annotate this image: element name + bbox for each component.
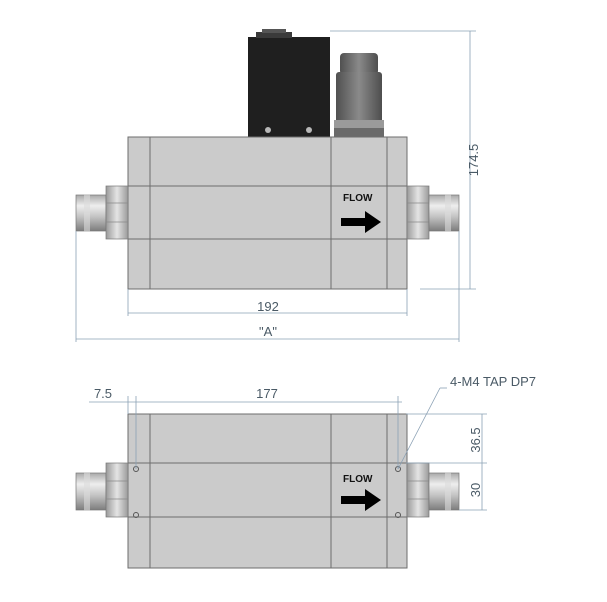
screw-icon (265, 127, 271, 133)
inlet-fitting (75, 185, 129, 240)
body-block (127, 136, 408, 290)
height-dimension: 174.5 (466, 144, 481, 177)
tap-note: 4-M4 TAP DP7 (450, 374, 536, 389)
body-block-bottom (127, 413, 408, 569)
overall-length-dimension: "A" (259, 324, 277, 339)
bottom-dimension-lines (89, 387, 487, 511)
outlet-fitting-bottom (406, 462, 460, 518)
mounting-hole (133, 512, 139, 518)
flow-label-bottom: FLOW (343, 474, 373, 485)
inlet-fitting-bottom (75, 462, 129, 518)
offset-dimension: 7.5 (94, 386, 112, 401)
screw-icon (306, 127, 312, 133)
mounting-hole (395, 512, 401, 518)
lower-dimension: 30 (468, 483, 483, 497)
flow-arrow-icon (341, 489, 381, 511)
hole-spacing-dimension: 177 (256, 386, 278, 401)
bottom-view: FLOW 7.5 177 4-M4 TAP DP7 36.5 30 (75, 374, 536, 569)
electrical-connector (334, 53, 384, 137)
flow-arrow-icon (341, 211, 381, 233)
top-view: FLOW 174.5 192 "A" (75, 29, 481, 342)
flow-label: FLOW (343, 193, 373, 204)
body-length-dimension: 192 (257, 299, 279, 314)
electronics-housing (248, 29, 330, 137)
upper-dimension: 36.5 (468, 427, 483, 452)
top-dimension-lines (75, 30, 476, 342)
outlet-fitting (406, 185, 460, 240)
